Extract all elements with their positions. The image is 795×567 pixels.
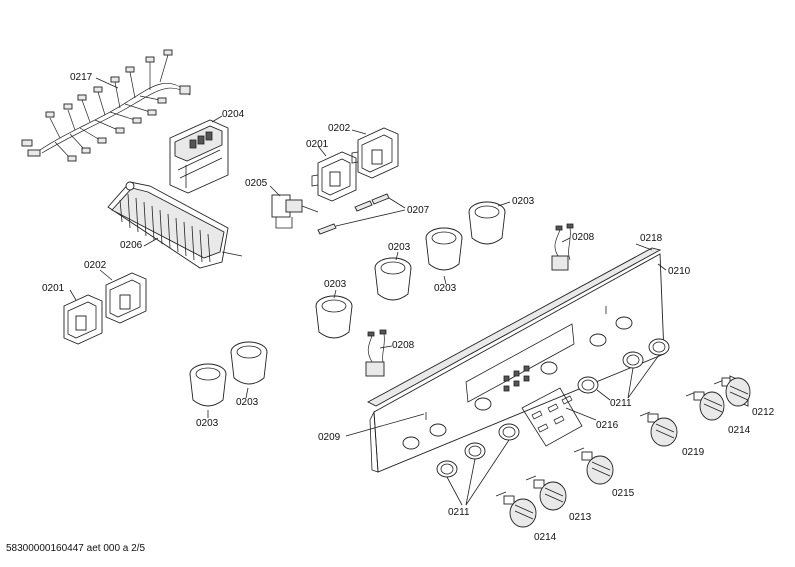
- switch-0202-lower: [105, 272, 147, 324]
- control-panel-0210: [369, 253, 665, 473]
- connector-0207: [317, 193, 406, 235]
- control-knob-0219: [639, 411, 678, 447]
- control-knob-0214-left: [495, 491, 537, 528]
- callout-0219: 0219: [682, 447, 705, 458]
- callout-0204: 0204: [222, 109, 245, 120]
- callout-0201-lower: 0201: [42, 283, 65, 294]
- callout-0211-right: 0211: [610, 398, 632, 409]
- switch-cup-0203-b: [425, 227, 463, 271]
- switch-cup-0203-a: [468, 201, 506, 245]
- indicator-lamp-0208-upper: [551, 223, 574, 271]
- callout-0209: 0209: [318, 432, 341, 443]
- switch-cup-0203-e: [230, 341, 268, 385]
- callout-0206: 0206: [120, 240, 143, 251]
- control-knob-0214-right: [685, 391, 725, 421]
- switch-0201-lower: [63, 294, 103, 345]
- control-knob-0215: [573, 447, 614, 485]
- leader-lines: [69, 77, 667, 437]
- callout-0214-left: 0214: [534, 532, 557, 543]
- callout-0203-c: 0203: [388, 242, 411, 253]
- switch-cup-0203-c: [374, 257, 412, 301]
- switch-cup-0203-d: [315, 295, 353, 339]
- indicator-lamp-0208-lower: [365, 329, 387, 377]
- callout-0203-f: 0203: [196, 418, 219, 429]
- callout-0218: 0218: [640, 233, 663, 244]
- terminal-block-0206: [107, 181, 243, 269]
- callout-0210: 0210: [668, 266, 691, 277]
- bezel-ring-0211: [436, 338, 670, 506]
- callout-0211-left: 0211: [448, 507, 470, 518]
- callout-0203-b: 0203: [434, 283, 457, 294]
- switch-0201-upper: [311, 151, 357, 202]
- screw-set-0216: [521, 387, 597, 447]
- callout-0203-a: 0203: [512, 196, 535, 207]
- control-knob-0212: [713, 375, 751, 407]
- trim-strip-0218: [367, 243, 662, 407]
- thermostat-0205: [271, 194, 319, 229]
- callout-0215: 0215: [612, 488, 635, 499]
- callout-0216: 0216: [596, 420, 619, 431]
- callout-0217: 0217: [70, 72, 93, 83]
- control-knob-0213: [525, 475, 567, 511]
- callout-0208-upper: 0208: [572, 232, 595, 243]
- wiring-harness-0217: [21, 49, 191, 162]
- switch-cup-0203-f: [189, 363, 227, 407]
- callout-0213: 0213: [569, 512, 592, 523]
- callout-0214-right: 0214: [728, 425, 751, 436]
- timer-module-0204: [169, 119, 229, 194]
- document-reference-footer: 58300000160447 aet 000 a 2/5: [6, 543, 146, 554]
- callout-0202-upper: 0202: [328, 123, 351, 134]
- callout-0212: 0212: [752, 407, 775, 418]
- switch-0202-upper: [351, 127, 399, 179]
- callout-0201-upper: 0201: [306, 139, 329, 150]
- callout-0205: 0205: [245, 178, 268, 189]
- callout-0208-lower: 0208: [392, 340, 415, 351]
- callout-0203-d: 0203: [324, 279, 347, 290]
- callout-0207: 0207: [407, 205, 430, 216]
- callout-0203-e: 0203: [236, 397, 259, 408]
- callout-0202-lower: 0202: [84, 260, 107, 271]
